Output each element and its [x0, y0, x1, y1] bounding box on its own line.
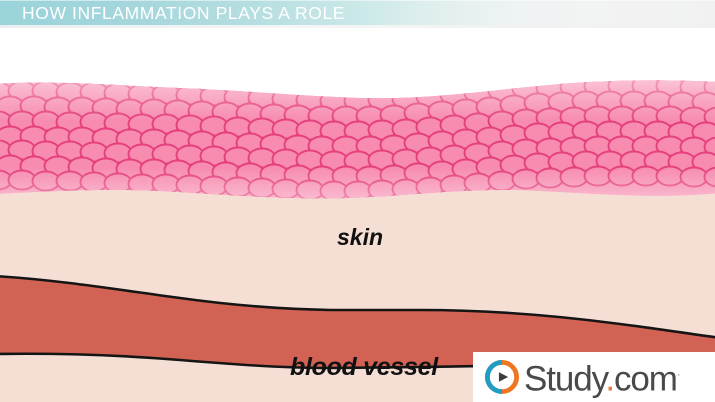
play-circle-icon: [485, 360, 519, 394]
study-com-wordmark: Study.com·: [524, 358, 681, 399]
skin-cross-section-illustration: skin blood vessel: [0, 28, 715, 402]
slide-title-bar: HOW INFLAMMATION PLAYS A ROLE: [0, 0, 715, 25]
label-skin: skin: [337, 224, 384, 250]
background-above-skin: [0, 28, 715, 90]
title-bar-underline: [0, 25, 715, 28]
slide-title: HOW INFLAMMATION PLAYS A ROLE: [22, 3, 346, 23]
blood-vessel-top-edge: [0, 275, 715, 339]
logo-tld-text: com: [614, 359, 678, 399]
illustration-svg: [0, 28, 715, 402]
logo-trademark: ·: [676, 368, 681, 381]
blood-vessel-layer: [0, 276, 715, 376]
title-bar-hairline: [0, 0, 715, 1]
logo-dot: .: [605, 359, 615, 399]
epidermis-cell-layer: [0, 80, 715, 199]
label-blood-vessel: blood vessel: [290, 353, 438, 381]
study-com-logo[interactable]: Study.com·: [473, 352, 715, 402]
logo-brand-text: Study: [524, 359, 607, 399]
